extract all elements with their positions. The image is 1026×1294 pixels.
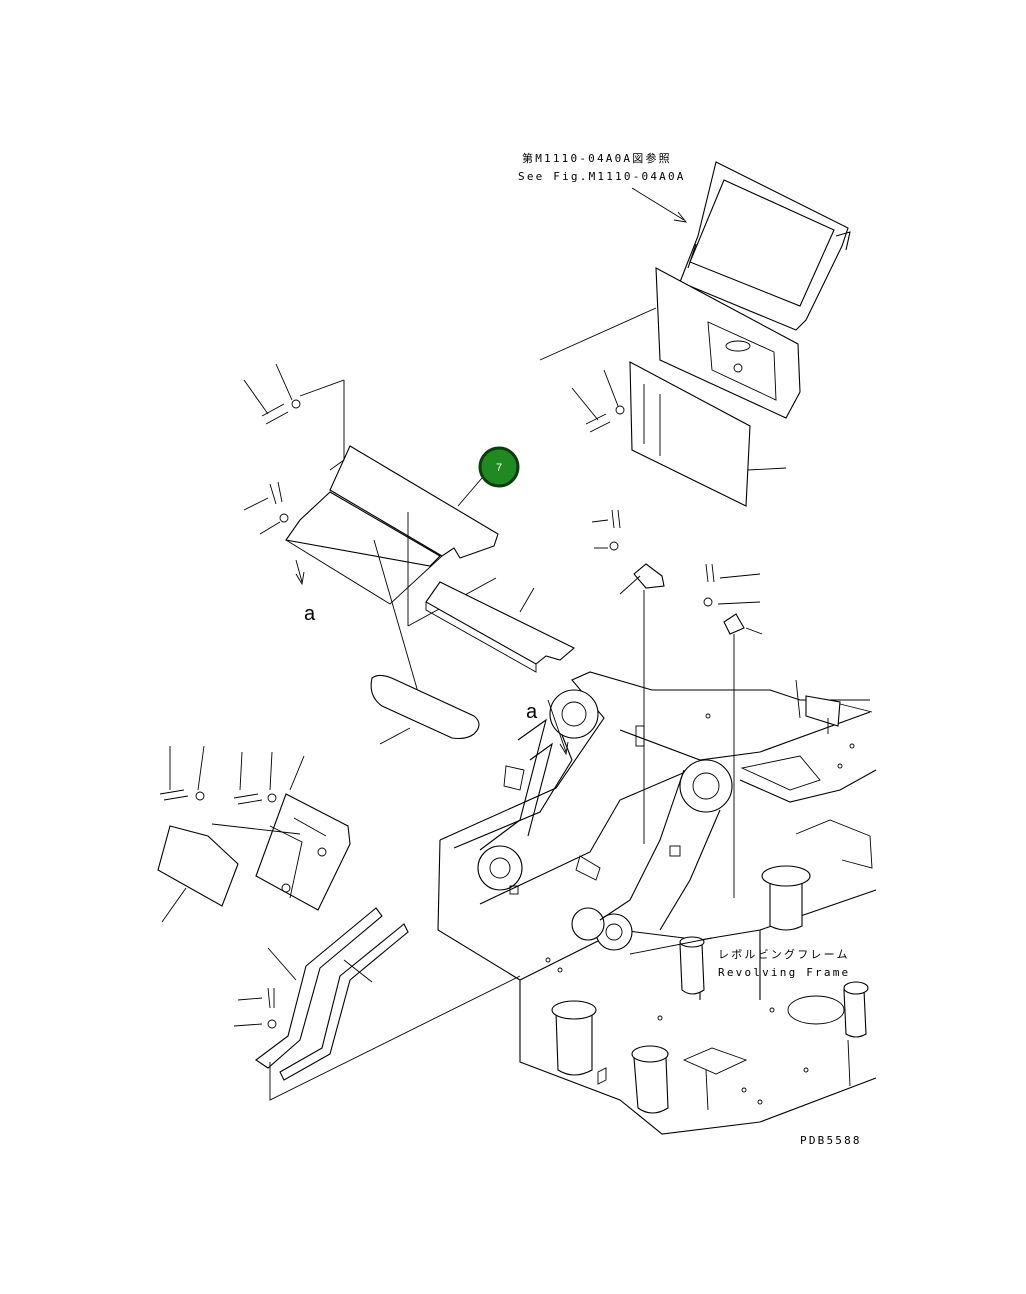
drawing-code: PDB5588 — [800, 1134, 862, 1147]
handrail-bars — [233, 907, 521, 1101]
center-brackets — [591, 509, 763, 898]
revolving-frame — [437, 671, 877, 1135]
upper-frame-assembly — [539, 161, 851, 507]
view-marker-a-frame: a — [526, 701, 538, 723]
callout-7[interactable]: 7 — [457, 446, 520, 507]
long-plate — [425, 581, 575, 673]
reference-label-jp: 第M1110-04A0A図参照 — [522, 151, 672, 165]
frame-label-jp: レボルビングフレーム — [718, 947, 850, 961]
lower-cover-plates — [157, 745, 351, 923]
frame-label-en: Revolving Frame — [718, 966, 850, 979]
diagram-labels: 第M1110-04A0A図参照 See Fig.M1110-04A0A a a … — [304, 151, 862, 1147]
view-marker-a-left: a — [304, 603, 316, 625]
step-pad — [370, 674, 480, 745]
callout-circle[interactable] — [478, 446, 520, 488]
bracket-assembly — [243, 363, 499, 707]
callout-number: 7 — [496, 462, 502, 474]
reference-label-en: See Fig.M1110-04A0A — [518, 170, 686, 183]
